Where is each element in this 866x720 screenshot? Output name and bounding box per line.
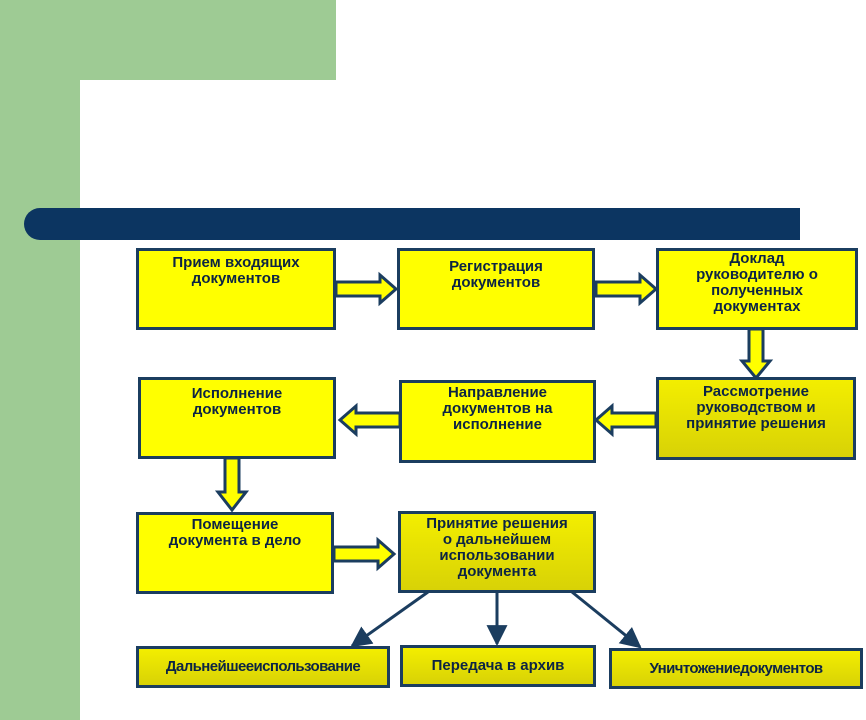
arrow-review-to-direction	[593, 402, 658, 438]
box-decision: Принятие решения о дальнейшем использова…	[398, 511, 596, 593]
arrow-report-to-review	[738, 327, 774, 381]
box-destruction: Уничтожениедокументов	[609, 648, 863, 689]
box-direction: Направление документов на исполнение	[399, 380, 596, 463]
box-report: Доклад руководителю о полученных докумен…	[656, 248, 858, 330]
background-green-left	[0, 0, 80, 720]
box-review: Рассмотрение руководством и принятие реш…	[656, 377, 856, 460]
arrow-filing-to-decision	[332, 536, 397, 572]
box-reception: Прием входящих документов	[136, 248, 336, 330]
box-filing: Помещение документа в дело	[136, 512, 334, 594]
arrow-direction-to-execution	[337, 402, 402, 438]
box-registration: Регистрация документов	[397, 248, 595, 330]
arrow-reception-to-registration	[334, 271, 399, 307]
arrow-execution-to-filing	[214, 456, 250, 513]
arrow-decision-to-further-use	[350, 590, 429, 648]
box-further-use: Дальнейшееиспользование	[136, 646, 390, 688]
box-archive: Передача в архив	[400, 645, 596, 687]
title-banner-bar	[24, 208, 800, 240]
arrow-registration-to-report	[594, 271, 659, 307]
box-execution: Исполнение документов	[138, 377, 336, 459]
arrow-decision-to-destruction	[571, 590, 642, 649]
